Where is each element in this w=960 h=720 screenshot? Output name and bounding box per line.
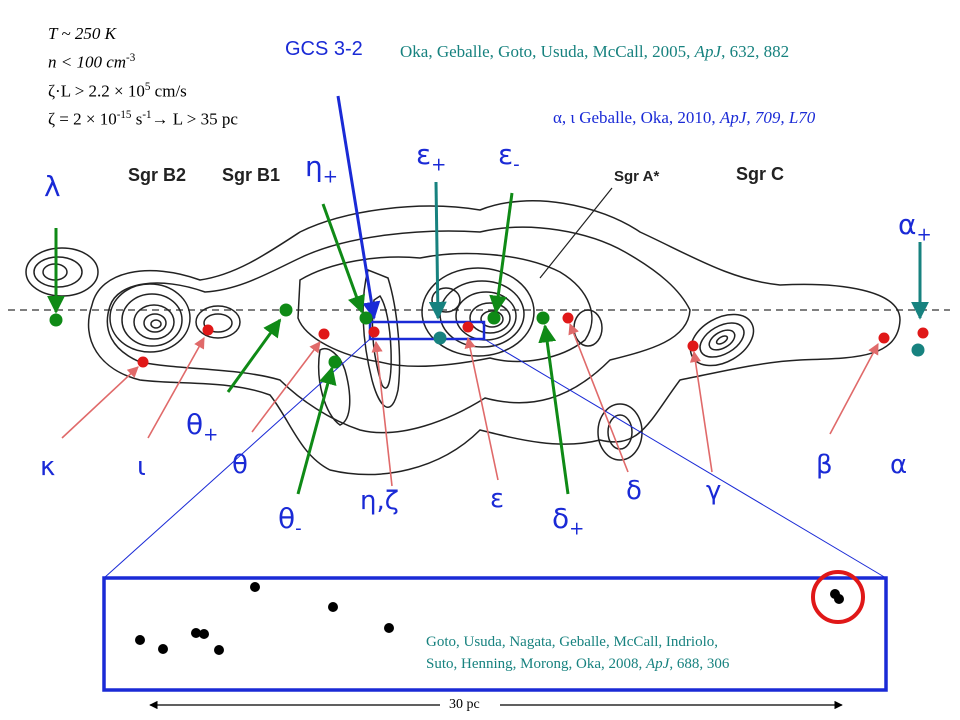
arrow-beta [829, 343, 879, 435]
sgr-a-pointer [539, 187, 613, 279]
physical-parameters: T ~ 250 K n < 100 cm-3 ζ·L > 2.2 × 105 c… [48, 22, 238, 132]
contour-outer [87, 200, 901, 476]
zoom-panel [102, 576, 888, 692]
zoom-star-2 [158, 644, 168, 654]
contour-sgrb2-5 [150, 319, 162, 329]
arrow-kappa [61, 366, 139, 439]
label-alpha-plus: α+ [898, 208, 932, 246]
contour-blob-620-2 [607, 414, 633, 450]
contour-sgrb2-4 [143, 313, 167, 333]
label-sgr-b2: Sgr B2 [128, 165, 187, 185]
label-kappa: κ [40, 452, 56, 482]
marker-eta-plus [359, 311, 373, 325]
label-theta-minus: θ- [278, 502, 302, 540]
param-zeta-l: ζ·L > 2.2 × 105 cm/s [48, 80, 187, 101]
arrow-delta [568, 322, 629, 473]
marker-eps-minus [487, 311, 501, 325]
gcs-label: GCS 3-2 [285, 38, 363, 60]
contour-left-1 [25, 247, 99, 297]
contour-sgrb1-1 [195, 305, 241, 339]
arrow-eps-minus [489, 192, 514, 314]
label-eps-plus: ε+ [416, 138, 447, 176]
zoom-star-7 [328, 602, 338, 612]
gcs-arrow [336, 95, 381, 320]
contour-left-2 [33, 256, 83, 288]
zoom-star-10 [834, 594, 844, 604]
label-eps-minus: ε- [498, 138, 520, 176]
arrow-delta-plus [538, 324, 570, 495]
marker-delta-plus [536, 311, 550, 325]
ref-geballe-2010: α, ι Geballe, Oka, 2010, ApJ, 709, L70 [553, 108, 816, 127]
label-beta: β [816, 450, 833, 480]
ref-oka-2005: Oka, Geballe, Goto, Usuda, McCall, 2005,… [400, 42, 790, 61]
label-gamma: γ [706, 476, 722, 506]
contour-sgrb2-3 [133, 304, 175, 340]
label-epsilon: ε [490, 484, 505, 514]
marker-eta-zeta [368, 326, 380, 338]
marker-theta-minus [328, 355, 342, 369]
marker-iota [202, 324, 214, 336]
marker-gamma [687, 340, 699, 352]
label-alpha: α [890, 450, 908, 480]
contour-3 [297, 252, 593, 368]
arrow-theta-minus [296, 366, 337, 495]
label-theta: θ [232, 450, 248, 480]
contour-sgra-2 [439, 280, 525, 348]
label-delta: δ [626, 476, 642, 506]
contour-sgrc-3 [708, 329, 736, 351]
param-density: n < 100 cm-3 [48, 52, 136, 72]
contour-sgrb2-2 [121, 293, 183, 347]
zoom-star-5 [214, 645, 224, 655]
label-sgr-b1: Sgr B1 [222, 165, 281, 185]
arrow-eps-plus [428, 181, 447, 320]
contour-sgrc-2 [699, 322, 745, 358]
contour-2 [106, 226, 691, 434]
marker-alpha [917, 327, 929, 339]
scale-bar-label: 30 pc [449, 697, 480, 712]
label-lambda: λ [44, 170, 61, 203]
zoom-star-8 [384, 623, 394, 633]
label-delta-plus: δ+ [552, 502, 585, 540]
arrow-gamma [689, 350, 713, 473]
marker-epsilon [462, 321, 474, 333]
label-iota: ι [137, 452, 146, 482]
contour-sgrb2-1 [109, 283, 191, 353]
arrow-theta [251, 341, 321, 433]
label-sgr-c: Sgr C [736, 164, 785, 184]
label-eta-zeta: η,ζ [360, 486, 399, 516]
zoom-star-6 [250, 582, 260, 592]
zoom-star-4 [199, 629, 209, 639]
marker-lambda [49, 313, 63, 327]
gcs-highlight-circle [811, 570, 865, 624]
label-eta-plus: η+ [305, 150, 338, 188]
arrow-eta-zeta [371, 340, 393, 487]
label-sgr-a-star: Sgr A* [614, 168, 660, 185]
marker-beta [878, 332, 890, 344]
arrow-theta-plus [226, 318, 282, 393]
contour-blob-588 [573, 309, 603, 347]
arrow-eta-plus [321, 203, 365, 314]
contour-sgrb1-2 [203, 313, 233, 333]
marker-delta [562, 312, 574, 324]
contour-map [25, 200, 901, 476]
arrow-iota [147, 337, 205, 439]
marker-eps-plus [433, 331, 447, 345]
marker-theta-plus [279, 303, 293, 317]
marker-kappa [137, 356, 149, 368]
ref-goto-2008: Goto, Usuda, Nagata, Geballe, McCall, In… [426, 634, 730, 672]
param-zeta: ζ = 2 × 10-15 s-1→ L > 35 pc [48, 109, 238, 129]
marker-theta [318, 328, 330, 340]
zoom-star-1 [135, 635, 145, 645]
param-temperature: T ~ 250 K [48, 24, 116, 43]
marker-alpha-plus [911, 343, 925, 357]
label-theta-plus: θ+ [186, 408, 219, 446]
zoom-star-3 [191, 628, 201, 638]
contour-arc-3 [317, 348, 351, 426]
contour-sgra-1 [421, 267, 535, 357]
contour-sgrc-4 [715, 335, 729, 345]
contour-blob-620-1 [597, 403, 643, 461]
arrow-epsilon [464, 336, 499, 481]
